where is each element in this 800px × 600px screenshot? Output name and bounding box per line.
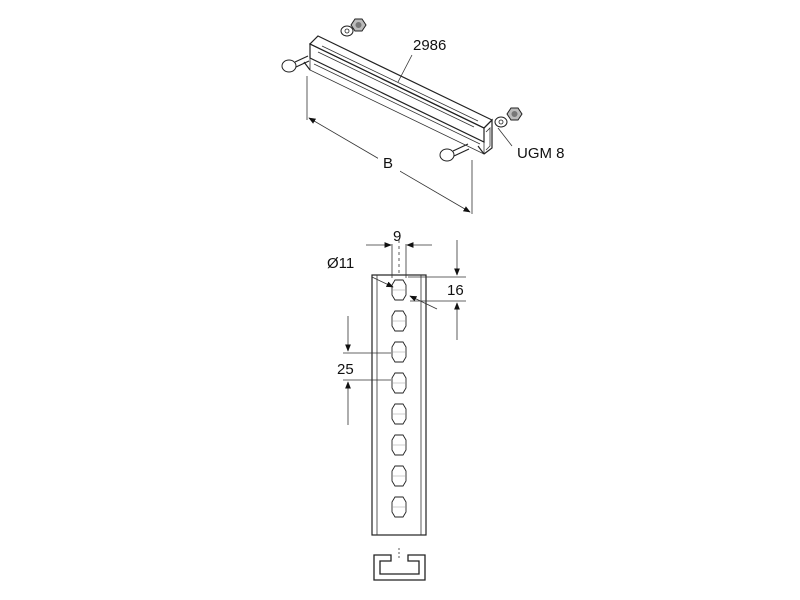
dimension-slot-length-label: 16 bbox=[447, 282, 464, 299]
dimension-hole-diameter-label: Ø11 bbox=[327, 255, 354, 272]
rail-front-view bbox=[371, 240, 427, 536]
nut-top-left-icon bbox=[340, 18, 367, 37]
dimension-slot-width bbox=[366, 242, 432, 278]
dimension-pitch bbox=[343, 316, 391, 425]
rail-isometric-view bbox=[303, 35, 494, 155]
bolt-left-icon bbox=[281, 55, 310, 73]
dimension-slot-width-label: 9 bbox=[393, 228, 401, 245]
dimension-hole-diameter bbox=[371, 276, 438, 310]
dimension-slot-length bbox=[408, 240, 466, 340]
accessory-label: UGM 8 bbox=[517, 145, 565, 162]
nut-right-icon bbox=[494, 107, 523, 147]
bolt-right-icon bbox=[439, 143, 470, 162]
dimension-b bbox=[306, 76, 473, 214]
dimension-b-label: B bbox=[383, 155, 393, 172]
slot-column bbox=[391, 279, 407, 518]
c-profile-section bbox=[373, 548, 426, 581]
part-number-label: 2986 bbox=[413, 37, 446, 54]
dimension-pitch-label: 25 bbox=[337, 361, 354, 378]
